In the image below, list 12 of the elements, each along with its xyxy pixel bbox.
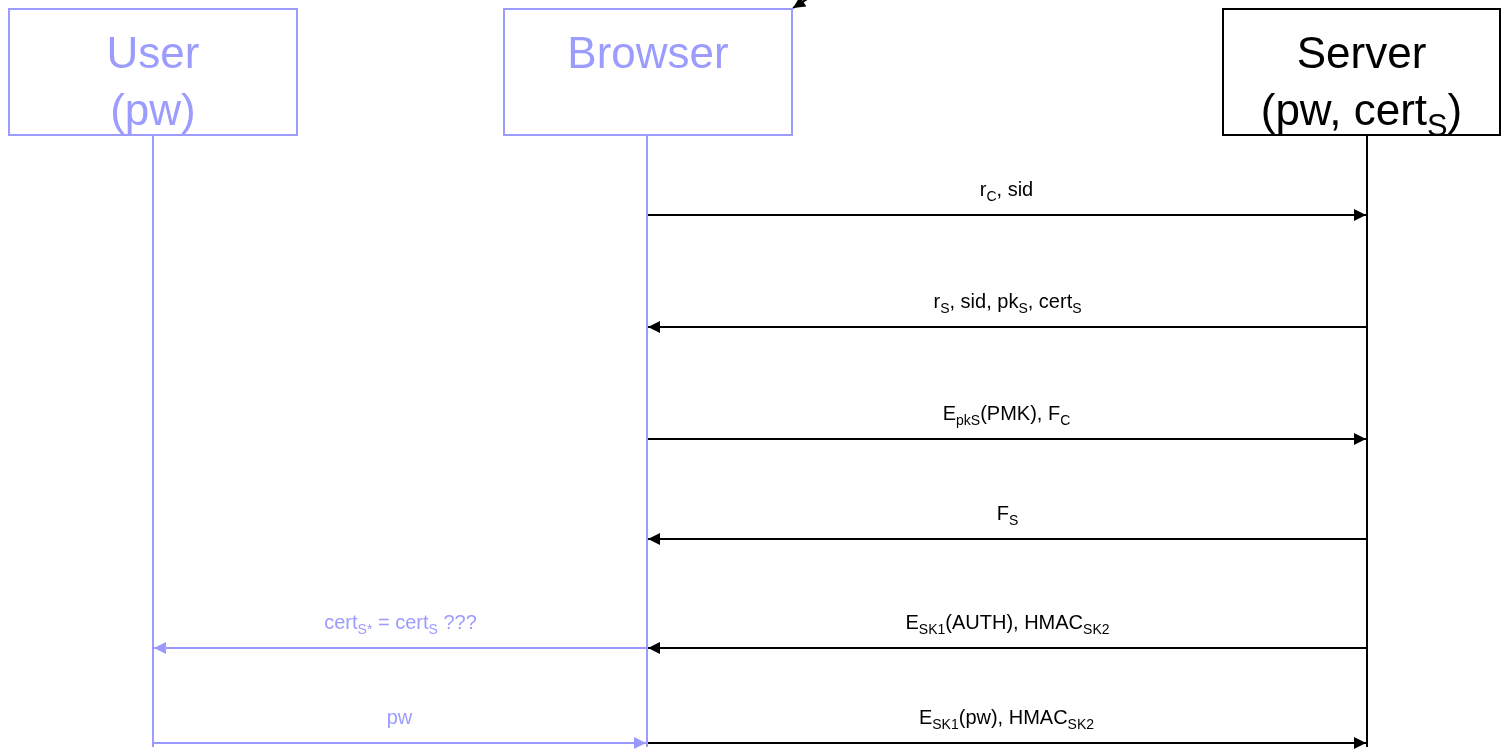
message-arrow: [646, 433, 1367, 445]
participant-label: Browser: [567, 27, 729, 79]
message-arrow: [153, 642, 648, 654]
participant-label: (pw): [110, 84, 196, 137]
message-arrow: [646, 209, 1367, 221]
message-arrow: [646, 737, 1367, 749]
participant-label: User: [106, 27, 200, 79]
message-arrow: [647, 321, 1368, 333]
participant-label: Server: [1296, 27, 1427, 79]
message-arrow: [647, 642, 1368, 654]
message-arrow: [152, 737, 647, 749]
message-arrow: [647, 533, 1368, 545]
